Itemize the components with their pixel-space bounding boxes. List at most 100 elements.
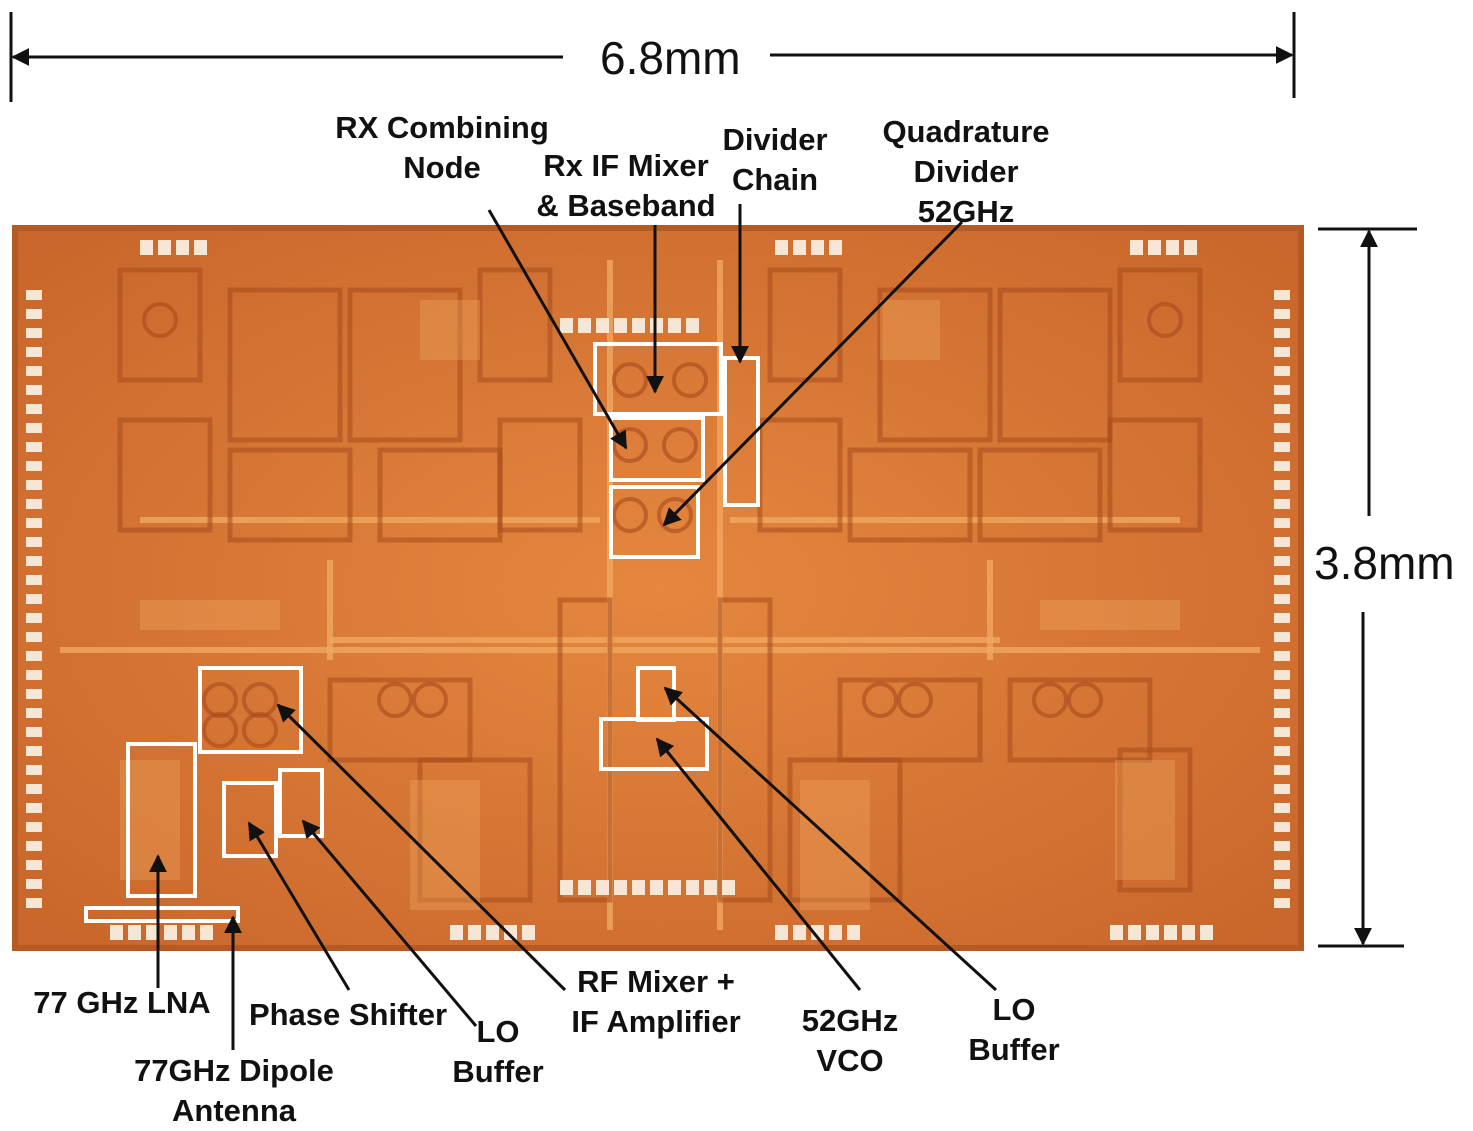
label-line: 77 GHz LNA xyxy=(33,985,211,1020)
inductor-ring xyxy=(897,682,933,718)
arrow-rf-mixer xyxy=(276,703,567,992)
bond-pad xyxy=(110,925,123,940)
label-lna: 77 GHz LNA xyxy=(20,983,224,1023)
label-line: Quadrature xyxy=(882,114,1050,149)
circuit-block xyxy=(477,267,553,383)
bond-pad xyxy=(1274,746,1290,756)
label-line: Divider xyxy=(913,154,1019,189)
circuit-block xyxy=(117,267,203,383)
label-rf-mixer: RF Mixer + IF Amplifier xyxy=(554,962,758,1042)
metal-patch xyxy=(1040,600,1180,630)
label-divider-chain: Divider Chain xyxy=(705,120,845,200)
bond-pad xyxy=(668,880,681,895)
bond-pad xyxy=(686,318,699,333)
dimension-width xyxy=(9,12,1296,102)
bond-pad xyxy=(1274,860,1290,870)
bond-pad xyxy=(128,925,141,940)
bond-pad xyxy=(26,689,42,699)
metal-patch xyxy=(140,600,280,630)
bond-pad xyxy=(1274,537,1290,547)
arrow-lo-buffer-left xyxy=(301,819,478,1027)
bond-pad xyxy=(26,556,42,566)
inductor-ring xyxy=(1067,682,1103,718)
arrow-phase-shifter xyxy=(247,821,351,991)
label-line: 52GHz xyxy=(917,194,1015,229)
bond-pad xyxy=(26,879,42,889)
bond-pad xyxy=(146,925,159,940)
bond-pad xyxy=(614,880,627,895)
bond-pad xyxy=(1146,925,1159,940)
bond-pad xyxy=(26,423,42,433)
inductor-ring xyxy=(672,362,708,398)
bond-pad xyxy=(26,461,42,471)
arrow-quadrature-divider xyxy=(662,220,964,527)
arrow-vco xyxy=(655,737,862,991)
metal-patch xyxy=(1115,760,1175,880)
bond-pad xyxy=(1274,499,1290,509)
bond-pad xyxy=(26,404,42,414)
bond-pad xyxy=(1200,925,1213,940)
bond-pad xyxy=(722,880,735,895)
bond-pad xyxy=(26,898,42,908)
bond-pad xyxy=(596,880,609,895)
inductor-ring xyxy=(1147,302,1183,338)
circuit-block xyxy=(1007,677,1153,763)
label-quadrature-divider: Quadrature Divider 52GHz xyxy=(862,112,1070,232)
bond-pad xyxy=(1274,670,1290,680)
label-line: RX Combining xyxy=(335,110,549,145)
leader-arrows xyxy=(149,204,998,1050)
bond-pad xyxy=(578,318,591,333)
bond-pad xyxy=(26,841,42,851)
bond-pad xyxy=(686,880,699,895)
bond-pad xyxy=(26,499,42,509)
box-dipole-antenna xyxy=(84,906,240,923)
label-line: IF Amplifier xyxy=(571,1004,741,1039)
highlight-boxes xyxy=(84,342,760,923)
bond-pad xyxy=(1128,925,1141,940)
bond-pad xyxy=(829,240,842,255)
bond-pad xyxy=(140,240,153,255)
bond-pad xyxy=(596,318,609,333)
inductor-ring xyxy=(612,497,648,533)
bond-pad xyxy=(194,240,207,255)
bond-pad xyxy=(1274,651,1290,661)
bond-pad xyxy=(1274,290,1290,300)
metal-patch xyxy=(880,300,940,360)
circuit-block xyxy=(877,287,993,443)
bond-pad xyxy=(1130,240,1143,255)
label-rx-if-mixer: Rx IF Mixer & Baseband xyxy=(520,146,732,226)
circuit-block xyxy=(1117,267,1203,383)
inductor-ring xyxy=(377,682,413,718)
bond-pad xyxy=(26,366,42,376)
bond-pad xyxy=(775,240,788,255)
label-line: Node xyxy=(403,150,481,185)
bond-pad xyxy=(632,880,645,895)
bond-pad xyxy=(1274,556,1290,566)
bond-pad xyxy=(1274,898,1290,908)
bond-pad xyxy=(1274,575,1290,585)
circuit-block xyxy=(117,417,213,533)
bond-pad xyxy=(26,632,42,642)
metal-patch xyxy=(410,780,480,910)
bond-pad xyxy=(614,318,627,333)
label-line: LO xyxy=(992,992,1036,1027)
bond-pad xyxy=(26,727,42,737)
circuit-block xyxy=(1107,417,1203,533)
inductor-ring xyxy=(657,497,693,533)
bond-pad xyxy=(486,925,499,940)
bond-pad xyxy=(26,860,42,870)
label-phase-shifter: Phase Shifter xyxy=(236,995,460,1035)
bond-pad xyxy=(26,480,42,490)
dimension-height xyxy=(1318,227,1417,948)
bond-pad xyxy=(1274,309,1290,319)
bond-pad xyxy=(1274,385,1290,395)
bond-pad xyxy=(26,518,42,528)
bond-pad xyxy=(1274,442,1290,452)
box-quadrature-divider xyxy=(609,485,700,559)
bond-pad xyxy=(26,385,42,395)
bond-pad xyxy=(1148,240,1161,255)
bond-pad xyxy=(26,594,42,604)
bond-pad xyxy=(1182,925,1195,940)
bond-pad xyxy=(164,925,177,940)
label-vco: 52GHz VCO xyxy=(786,1001,914,1081)
